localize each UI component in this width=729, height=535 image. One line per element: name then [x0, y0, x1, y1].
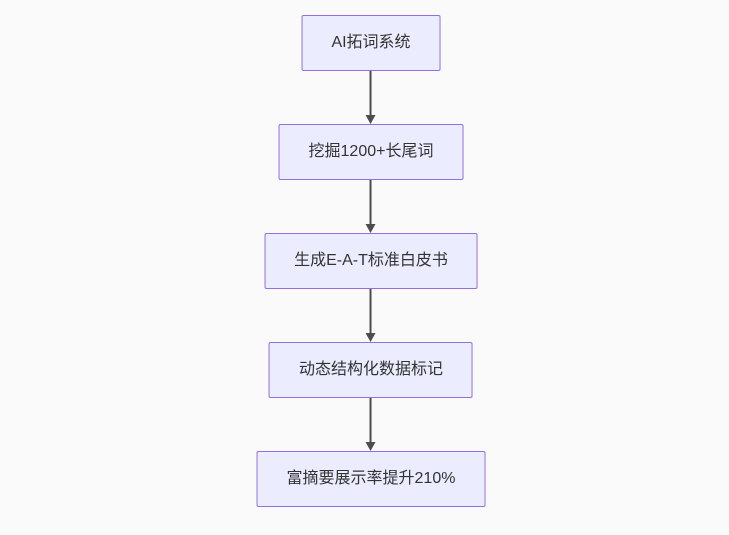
flow-node-eat-whitepaper: 生成E-A-T标准白皮书	[264, 233, 478, 289]
flow-arrow	[366, 289, 376, 342]
flow-arrow	[366, 180, 376, 233]
arrowhead-down-icon	[366, 115, 376, 124]
flow-node-longtail-mining: 挖掘1200+长尾词	[278, 124, 464, 180]
arrow-line	[370, 289, 372, 334]
arrow-line	[370, 180, 372, 225]
arrowhead-down-icon	[366, 442, 376, 451]
flow-node-label: AI拓词系统	[331, 34, 411, 51]
arrowhead-down-icon	[366, 333, 376, 342]
flow-node-label: 生成E-A-T标准白皮书	[294, 252, 448, 269]
flow-node-label: 挖掘1200+长尾词	[308, 143, 434, 160]
flow-node-structured-data-markup: 动态结构化数据标记	[268, 342, 473, 398]
flow-node-label: 富摘要展示率提升210%	[286, 470, 456, 487]
arrowhead-down-icon	[366, 224, 376, 233]
flow-arrow	[366, 398, 376, 451]
flow-arrow	[366, 71, 376, 124]
arrow-line	[370, 398, 372, 443]
flow-node-label: 动态结构化数据标记	[298, 361, 443, 378]
arrow-line	[370, 71, 372, 116]
flowchart: AI拓词系统 挖掘1200+长尾词 生成E-A-T标准白皮书 动态结构化数据标记…	[256, 15, 486, 507]
flow-node-rich-snippet-rate: 富摘要展示率提升210%	[256, 451, 486, 507]
flow-node-ai-keyword-system: AI拓词系统	[301, 15, 441, 71]
